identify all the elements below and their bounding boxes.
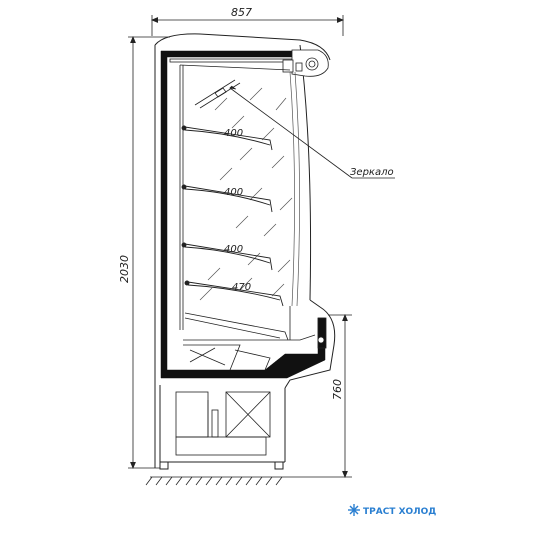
logo-text: ТРАСТ ХОЛОД bbox=[363, 507, 436, 517]
width-dimension-label: 857 bbox=[231, 6, 252, 19]
base-height-dimension-label: 760 bbox=[331, 379, 344, 400]
glass-front-panel bbox=[199, 71, 300, 307]
snowflake-icon bbox=[348, 504, 360, 516]
floor-line bbox=[145, 476, 300, 486]
shelf-depth-label: 400 bbox=[224, 128, 243, 139]
height-dimension bbox=[128, 35, 170, 470]
shelf bbox=[184, 280, 284, 307]
shelf bbox=[181, 184, 273, 213]
machine-compartment bbox=[175, 391, 271, 456]
inner-back-panel bbox=[179, 64, 291, 330]
width-dimension bbox=[150, 15, 345, 36]
insulated-frame bbox=[160, 50, 326, 379]
height-dimension-label: 2030 bbox=[118, 255, 131, 283]
shelf bbox=[181, 242, 273, 271]
bottom-deck bbox=[183, 306, 316, 371]
mirror-callout bbox=[229, 85, 395, 179]
shelf-depth-label: 400 bbox=[224, 244, 243, 255]
mirror-callout-label: Зеркало bbox=[350, 167, 394, 178]
shelf bbox=[181, 125, 273, 151]
shelf-depth-label: 400 bbox=[224, 187, 243, 198]
shelf-depth-label: 470 bbox=[232, 282, 251, 293]
base-height-dimension bbox=[300, 313, 352, 479]
front-drain-unit bbox=[317, 317, 327, 349]
top-bracket bbox=[194, 79, 241, 109]
canopy-light-unit bbox=[282, 49, 329, 77]
